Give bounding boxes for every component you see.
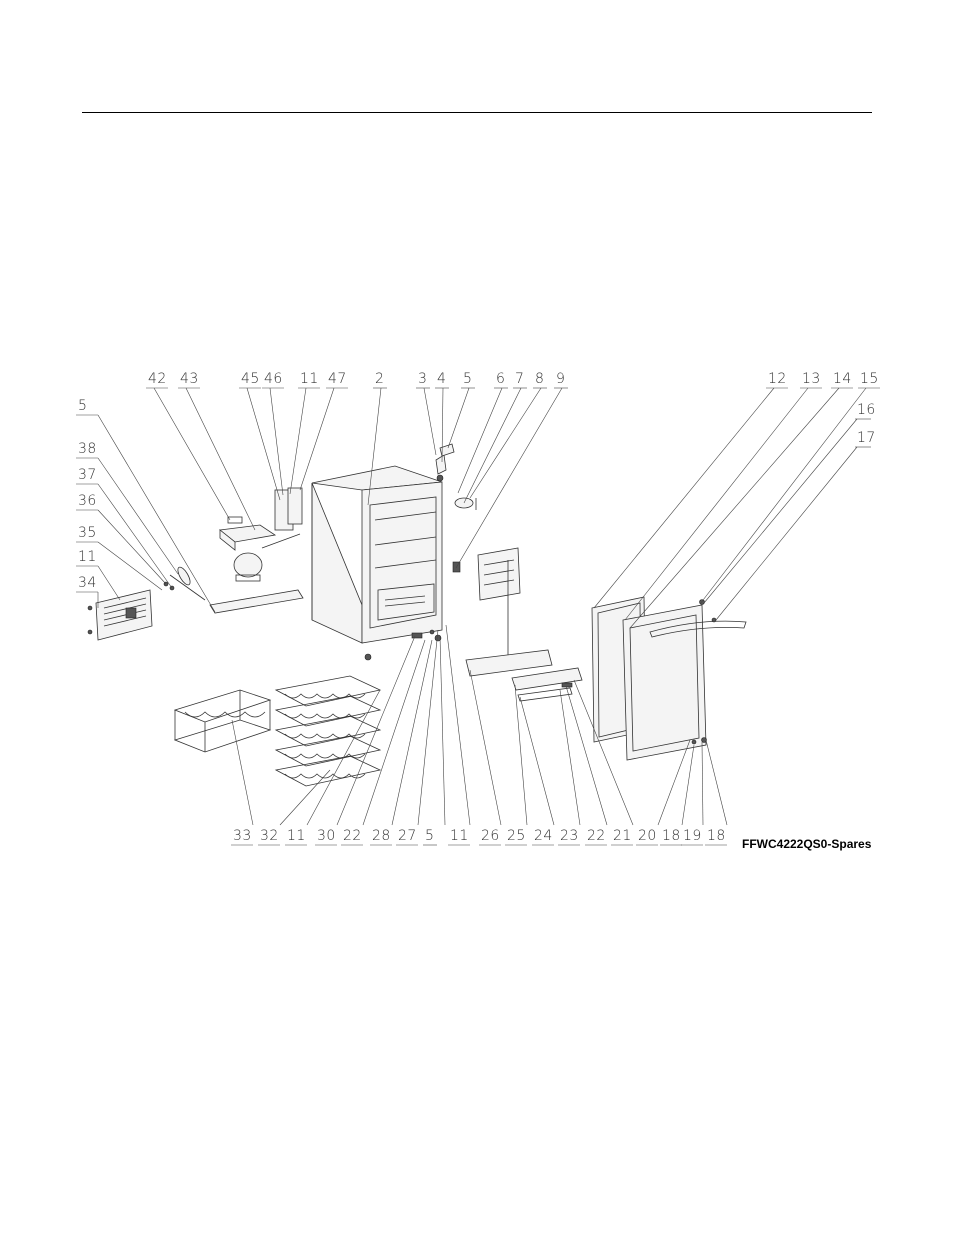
- leader-top-13: [456, 388, 562, 568]
- leader-top-9: [448, 388, 469, 448]
- callout-bottom-1: 32: [260, 828, 279, 844]
- callout-left-4: 35: [78, 525, 97, 541]
- callout-top-9: 5: [463, 371, 472, 387]
- leader-bottom-9: [470, 670, 501, 825]
- callout-top-6: 2: [375, 371, 384, 387]
- leader-bottom-3: [337, 636, 415, 825]
- leader-top-7: [424, 388, 436, 455]
- leader-top-3: [270, 388, 283, 495]
- callout-top-15: 13: [802, 371, 821, 387]
- callout-left-2: 37: [78, 467, 97, 483]
- callout-bottom-11: 24: [534, 828, 553, 844]
- condenser: [88, 590, 152, 640]
- leader-bottom-1: [280, 770, 330, 825]
- callout-bottom-16: 18: [662, 828, 681, 844]
- callout-bottom-12: 23: [560, 828, 579, 844]
- callout-bottom-14: 21: [613, 828, 632, 844]
- leader-bottom-2: [307, 690, 380, 825]
- callouts-left: 5 38 37 36 35 11 34: [76, 398, 98, 592]
- leader-left-2: [98, 484, 172, 588]
- leader-bottom-18: [706, 740, 727, 825]
- callout-top-3: 46: [264, 371, 283, 387]
- callout-top-11: 7: [515, 371, 524, 387]
- leader-top-12: [470, 388, 541, 498]
- callout-bottom-7: 5: [425, 828, 434, 844]
- leader-bottom-12: [560, 690, 580, 825]
- callout-bottom-5: 28: [372, 828, 391, 844]
- leader-right-0: [704, 419, 857, 603]
- callout-bottom-10: 25: [507, 828, 526, 844]
- callout-left-1: 38: [78, 441, 97, 457]
- callout-top-0: 42: [148, 371, 167, 387]
- callout-bottom-2: 11: [287, 828, 306, 844]
- compressor-assembly: [164, 488, 303, 613]
- callout-top-4: 11: [300, 371, 319, 387]
- leader-top-0: [154, 388, 230, 520]
- base-assembly: [412, 630, 582, 701]
- callout-bottom-18: 18: [707, 828, 726, 844]
- leader-right-1: [716, 447, 857, 620]
- callout-left-5: 11: [78, 549, 97, 565]
- diagram-caption: FFWC4222QS0-Spares: [742, 837, 871, 851]
- callout-top-12: 8: [535, 371, 544, 387]
- callout-bottom-13: 22: [587, 828, 606, 844]
- callout-top-2: 45: [241, 371, 260, 387]
- leader-top-5: [300, 388, 334, 490]
- callout-top-8: 4: [437, 371, 446, 387]
- callout-left-0: 5: [78, 398, 87, 414]
- leader-top-2: [247, 388, 280, 500]
- callout-bottom-9: 26: [481, 828, 500, 844]
- leader-bottom-5: [392, 640, 432, 825]
- control-panel: [453, 548, 520, 660]
- callout-right-1: 17: [857, 430, 876, 446]
- leader-top-10: [458, 388, 502, 493]
- callout-top-14: 12: [768, 371, 787, 387]
- callout-top-1: 43: [180, 371, 199, 387]
- callout-bottom-3: 30: [317, 828, 336, 844]
- callout-bottom-17: 19: [683, 828, 702, 844]
- callout-bottom-8: 11: [450, 828, 469, 844]
- callout-top-10: 6: [496, 371, 505, 387]
- callout-bottom-0: 33: [233, 828, 252, 844]
- leader-top-17: [700, 388, 866, 604]
- callout-top-16: 14: [833, 371, 852, 387]
- callout-top-13: 9: [556, 371, 565, 387]
- callout-left-6: 34: [78, 575, 97, 591]
- door-assembly: [592, 597, 746, 760]
- wire-shelves: [276, 676, 380, 786]
- leader-bottom-0: [232, 720, 253, 825]
- callout-top-5: 47: [328, 371, 347, 387]
- leader-top-14: [594, 388, 774, 608]
- leader-top-11: [464, 388, 521, 503]
- cabinet-body: [312, 466, 443, 660]
- leader-bottom-4: [363, 640, 425, 825]
- callout-bottom-15: 20: [638, 828, 657, 844]
- leader-left-3: [98, 510, 166, 584]
- callout-bottom-6: 27: [398, 828, 417, 844]
- leader-bottom-7: [440, 636, 445, 825]
- leader-top-1: [186, 388, 255, 530]
- leader-bottom-10: [515, 685, 527, 825]
- leader-top-4: [290, 388, 306, 494]
- wine-rack: [175, 690, 270, 752]
- leader-bottom-17: [702, 742, 703, 825]
- leader-top-15: [625, 388, 808, 620]
- callout-top-7: 3: [418, 371, 427, 387]
- callout-right-0: 16: [857, 402, 876, 418]
- leader-left-5: [98, 566, 120, 600]
- leader-left-4: [98, 542, 162, 590]
- callout-left-3: 36: [78, 493, 97, 509]
- callout-top-17: 15: [860, 371, 879, 387]
- leader-bottom-8: [446, 625, 470, 825]
- callout-bottom-4: 22: [343, 828, 362, 844]
- leader-left-0: [98, 415, 215, 612]
- leader-left-1: [98, 458, 178, 574]
